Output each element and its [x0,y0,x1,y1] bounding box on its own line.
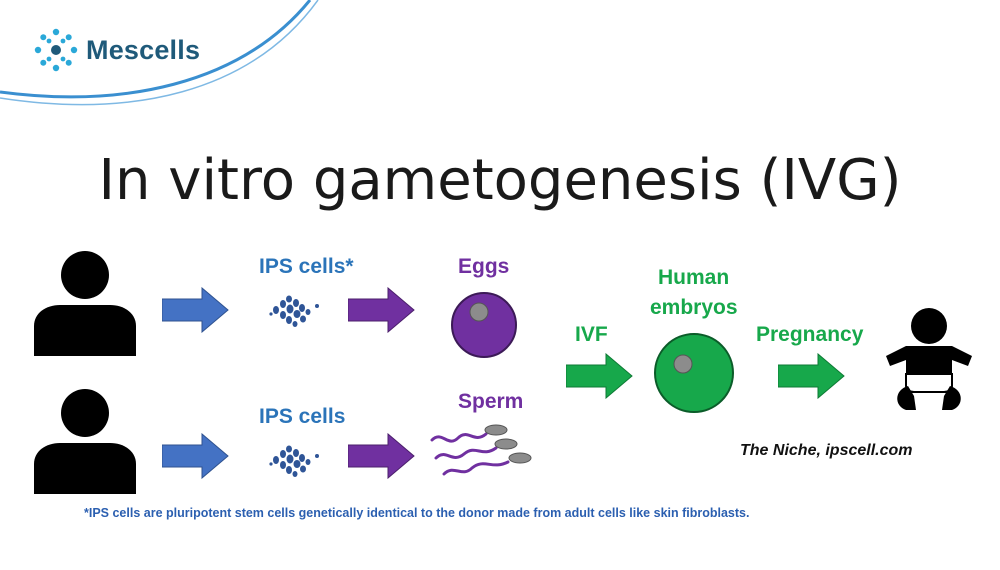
person-icon [34,389,136,494]
brand-logo: Mescells [34,28,200,72]
arrow-icon [778,353,845,399]
embryos-label-line1: Human [658,266,730,289]
sperm-icon [430,424,532,476]
footnote: *IPS cells are pluripotent stem cells ge… [84,506,750,520]
person-icon [34,251,136,356]
pregnancy-label: Pregnancy [756,323,864,346]
arrow-icon [348,433,415,479]
sperm-label: Sperm [458,390,524,413]
ips-cells-label: IPS cells* [259,255,354,278]
arrow-icon [162,287,229,333]
embryos-label-line2: embryos [650,296,738,319]
page-title: In vitro gametogenesis (IVG) [98,148,902,213]
header-swoosh [0,0,319,106]
arrow-icon [348,287,415,333]
ivf-label: IVF [575,323,608,346]
baby-icon [886,308,972,410]
ips-cells-label: IPS cells [259,405,346,428]
source-credit: The Niche, ipscell.com [740,442,913,459]
arrow-icon [566,353,633,399]
eggs-label: Eggs [458,255,510,278]
embryo-icon [654,333,734,413]
brand-name: Mescells [86,34,201,65]
ips-cells-icon [269,445,319,477]
egg-cell-icon [451,292,517,358]
ips-cells-icon [269,295,319,327]
arrow-icon [162,433,229,479]
mescells-logo-icon [34,28,78,72]
